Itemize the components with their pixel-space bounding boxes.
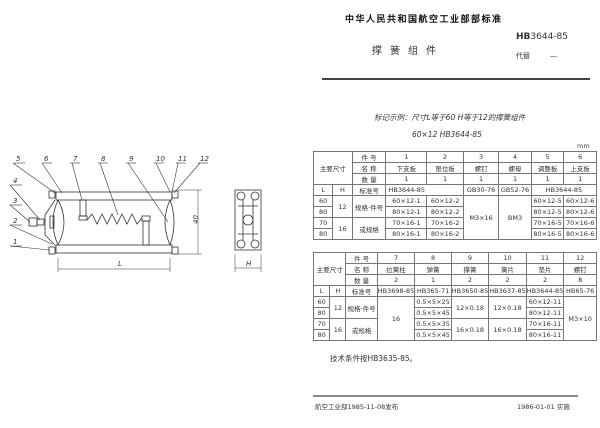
callout-7: 7 [73,155,78,163]
callout-9: 9 [129,155,134,163]
issue-date: 航空工业部1985-11-08发布 [315,403,399,411]
header-rule [322,78,590,80]
callout-1: 1 [13,238,17,246]
callout-6: 6 [44,155,49,163]
standard-number: HB3644-85 [516,32,569,42]
callout-11: 11 [178,155,187,163]
callout-12: 12 [200,155,209,163]
callout-3: 3 [13,197,17,205]
parts-table-1: 主要尺寸 件 号 1 2 3 4 5 6 名 称 下支板 限位板 螺钉 螺母 调… [312,151,598,240]
callout-5: 5 [16,155,21,163]
callout-4: 4 [13,177,17,185]
assembly-drawing: 5 6 7 8 9 10 11 12 4 3 2 1 L 40 H [9,155,262,272]
dimension-l-label: L [118,260,122,268]
main-dimension-header: 主要尺寸 [312,252,347,286]
parts-table-2: 主要尺寸 件 号 7 8 9 10 11 12 名 称 拉簧柱 弹簧 撑簧 簧片… [312,252,597,341]
document-title: 撑簧组件 [372,46,444,57]
marking-example: 标记示例：尺寸L等于60 H等于12的撑簧组件 [374,113,526,122]
callout-10: 10 [156,155,165,163]
marking-example-code: 60×12 HB3644-85 [412,130,482,139]
footer-rule [313,395,578,397]
callout-2: 2 [13,217,18,225]
unit-label: mm [577,142,590,150]
callout-8: 8 [101,155,106,163]
dimension-h-label: H [246,260,252,268]
main-dimension-header: 主要尺寸 [313,151,353,185]
effective-date: 1986-01-01 实施 [517,403,570,411]
replaces-field: 代替— [516,52,557,60]
dimension-40-label: 40 [192,215,200,224]
issuing-organization: 中华人民共和国航空工业部部标准 [345,15,503,25]
technical-requirements: 技术条件按HB3635-85。 [330,354,418,363]
